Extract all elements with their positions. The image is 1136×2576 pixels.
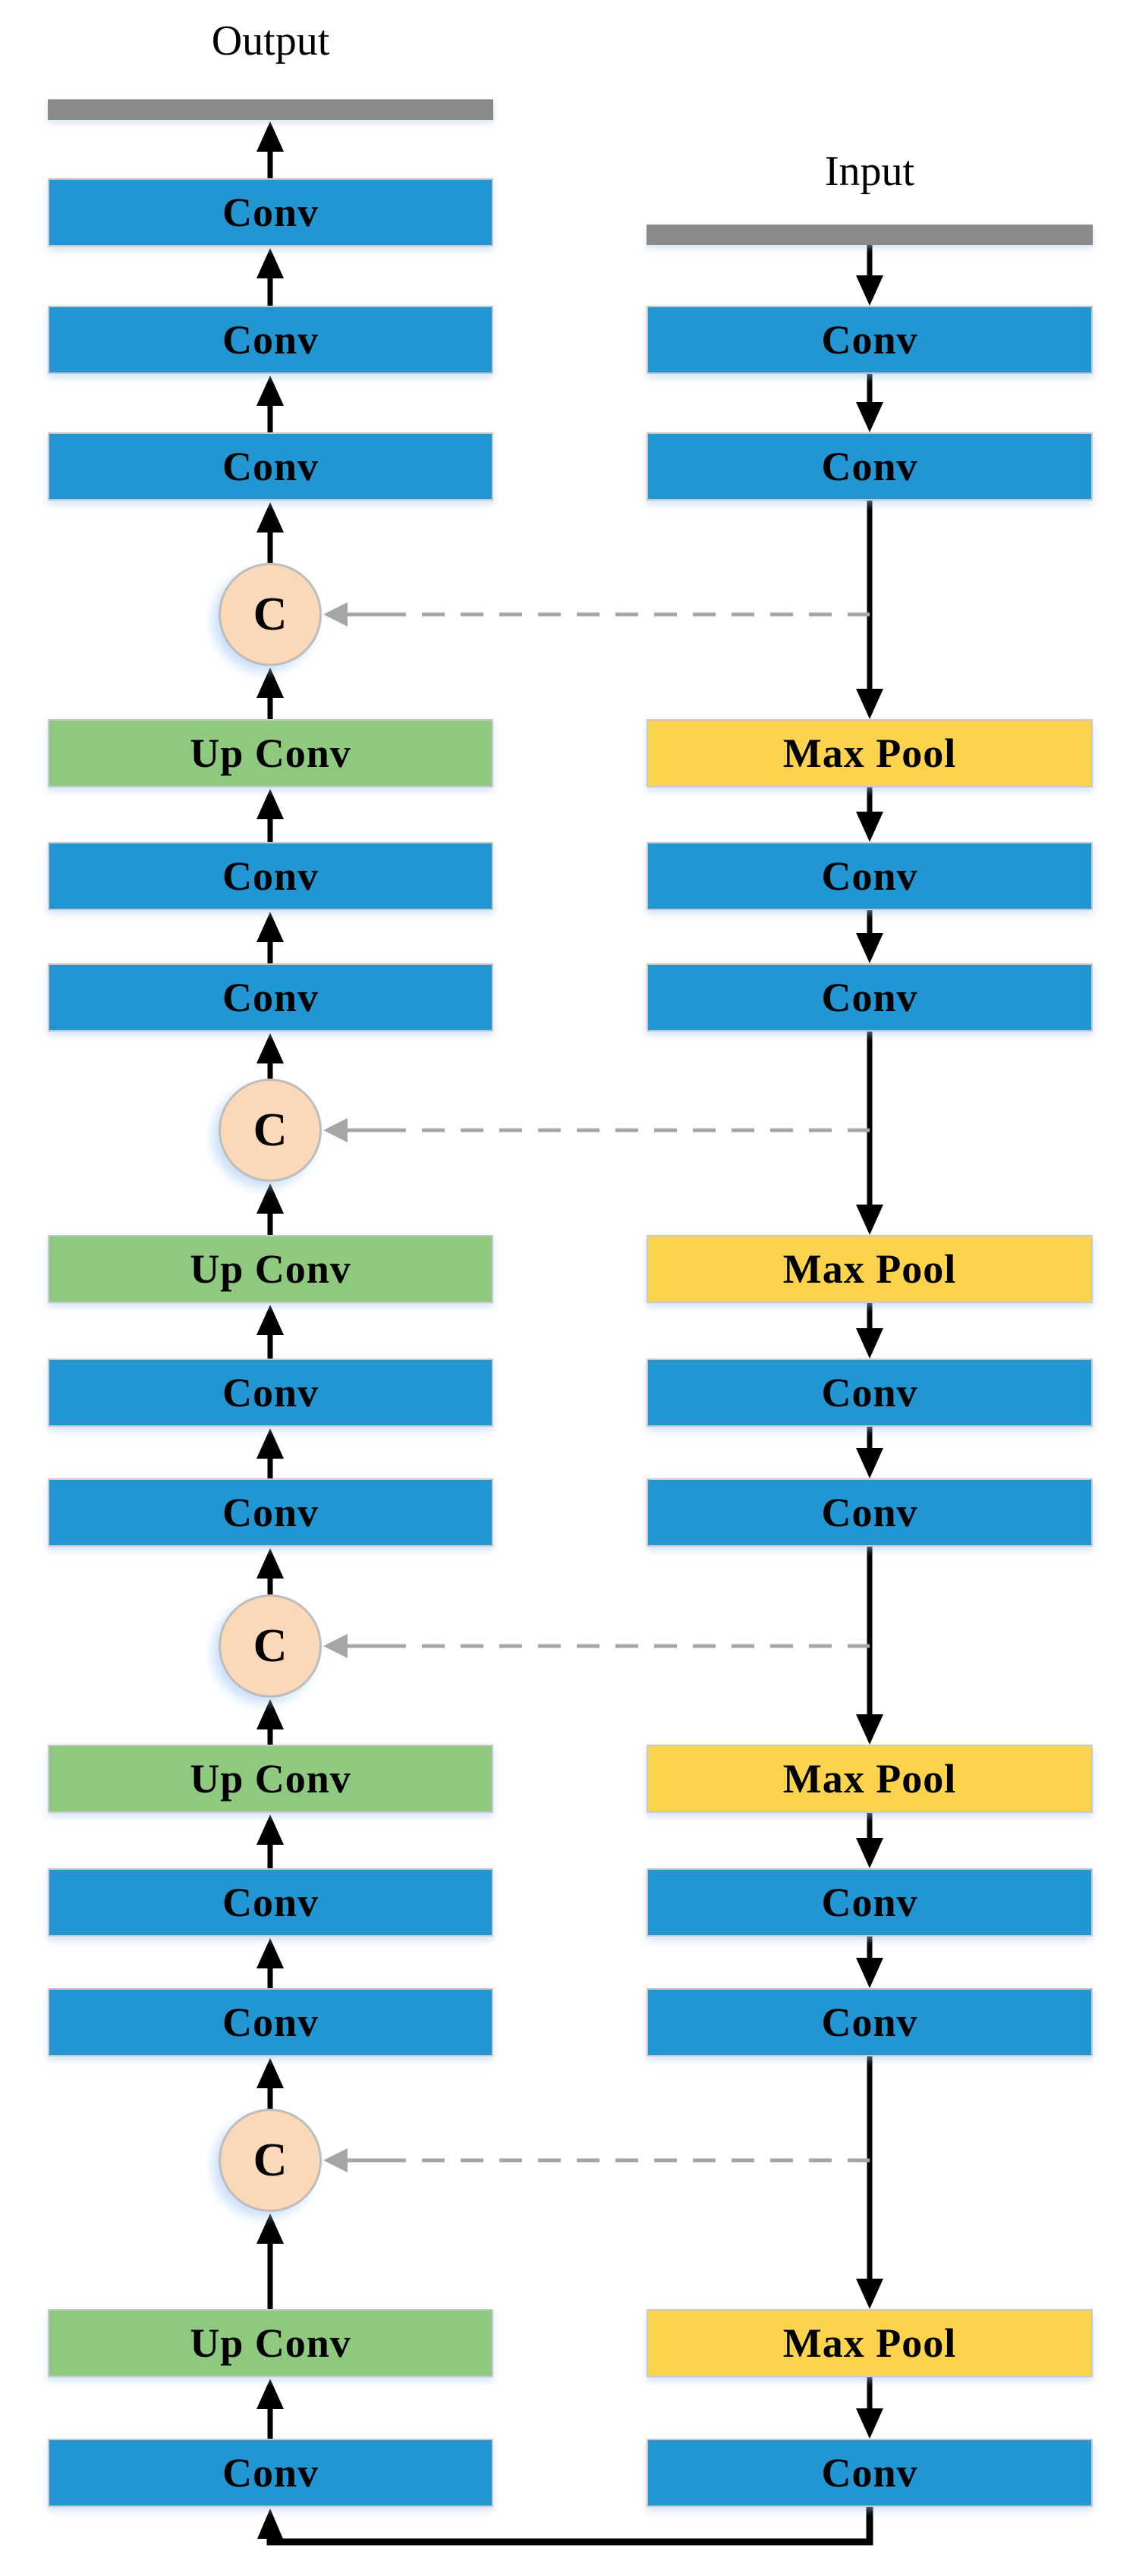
decoder-upconv-block: Up Conv bbox=[48, 2309, 493, 2377]
output-label: Output bbox=[211, 17, 330, 64]
up-arrowhead-icon bbox=[256, 789, 284, 819]
encoder-conv-block: Conv bbox=[647, 1478, 1093, 1547]
down-arrowhead-icon bbox=[856, 1838, 883, 1868]
bottleneck-elbow-connector bbox=[266, 2507, 873, 2546]
up-arrowhead-icon bbox=[256, 2058, 284, 2088]
encoder-maxpool-block: Max Pool bbox=[647, 1745, 1093, 1813]
output-bar bbox=[48, 99, 493, 120]
encoder-maxpool-block: Max Pool bbox=[647, 2309, 1093, 2377]
down-arrowhead-icon bbox=[856, 1448, 883, 1478]
up-arrowhead-icon bbox=[256, 1814, 284, 1845]
decoder-conv-block: Conv bbox=[48, 178, 493, 247]
encoder-conv-block: Conv bbox=[647, 2439, 1093, 2507]
encoder-conv-block: Conv bbox=[647, 842, 1093, 910]
down-arrowhead-icon bbox=[856, 2408, 883, 2439]
up-arrowhead-icon bbox=[257, 2508, 283, 2539]
concat-node: C bbox=[219, 1079, 322, 1182]
skip-arrowhead-icon bbox=[323, 602, 348, 627]
decoder-conv-block: Conv bbox=[48, 2439, 493, 2507]
concat-node: C bbox=[219, 1594, 322, 1698]
up-arrowhead-icon bbox=[256, 2213, 284, 2244]
down-arrowhead-icon bbox=[856, 1328, 883, 1359]
skip-arrowhead-icon bbox=[323, 1118, 348, 1142]
up-arrowhead-icon bbox=[256, 1033, 284, 1063]
encoder-conv-block: Conv bbox=[647, 1868, 1093, 1937]
up-arrowhead-icon bbox=[256, 248, 284, 278]
concat-node: C bbox=[219, 563, 322, 666]
up-arrowhead-icon bbox=[256, 2379, 284, 2409]
encoder-maxpool-block: Max Pool bbox=[647, 1235, 1093, 1303]
up-arrowhead-icon bbox=[256, 1428, 284, 1459]
encoder-conv-block: Conv bbox=[647, 1359, 1093, 1427]
up-arrowhead-icon bbox=[256, 1548, 284, 1579]
decoder-upconv-block: Up Conv bbox=[48, 1235, 493, 1303]
decoder-conv-block: Conv bbox=[48, 963, 493, 1032]
down-arrowhead-icon bbox=[856, 275, 883, 306]
down-arrowhead-icon bbox=[856, 1714, 883, 1745]
up-arrowhead-icon bbox=[256, 375, 284, 406]
down-arrowhead-icon bbox=[856, 1205, 883, 1235]
encoder-conv-block: Conv bbox=[647, 306, 1093, 374]
up-arrowhead-icon bbox=[256, 1938, 284, 1968]
decoder-conv-block: Conv bbox=[48, 1988, 493, 2056]
decoder-upconv-block: Up Conv bbox=[48, 1745, 493, 1813]
encoder-conv-block: Conv bbox=[647, 1988, 1093, 2056]
decoder-conv-block: Conv bbox=[48, 306, 493, 374]
up-arrowhead-icon bbox=[256, 1305, 284, 1335]
up-arrowhead-icon bbox=[256, 121, 284, 152]
decoder-upconv-block: Up Conv bbox=[48, 719, 493, 787]
up-arrowhead-icon bbox=[256, 502, 284, 532]
concat-node: C bbox=[219, 2109, 322, 2212]
decoder-conv-block: Conv bbox=[48, 1478, 493, 1547]
down-arrowhead-icon bbox=[856, 402, 883, 432]
up-arrowhead-icon bbox=[256, 912, 284, 942]
down-arrowhead-icon bbox=[856, 812, 883, 842]
down-arrowhead-icon bbox=[856, 1958, 883, 1988]
up-arrowhead-icon bbox=[256, 1699, 284, 1729]
skip-arrowhead-icon bbox=[323, 1634, 348, 1658]
encoder-maxpool-block: Max Pool bbox=[647, 719, 1093, 787]
up-arrowhead-icon bbox=[256, 668, 284, 698]
down-arrowhead-icon bbox=[856, 933, 883, 963]
input-bar bbox=[647, 225, 1093, 245]
encoder-conv-block: Conv bbox=[647, 432, 1093, 501]
input-label: Input bbox=[824, 148, 915, 195]
up-arrowhead-icon bbox=[256, 1183, 284, 1214]
decoder-conv-block: Conv bbox=[48, 432, 493, 501]
decoder-conv-block: Conv bbox=[48, 842, 493, 910]
decoder-conv-block: Conv bbox=[48, 1359, 493, 1427]
down-arrowhead-icon bbox=[856, 2279, 883, 2309]
decoder-conv-block: Conv bbox=[48, 1868, 493, 1937]
skip-arrowhead-icon bbox=[323, 2148, 348, 2172]
down-arrowhead-icon bbox=[856, 689, 883, 719]
encoder-conv-block: Conv bbox=[647, 963, 1093, 1032]
